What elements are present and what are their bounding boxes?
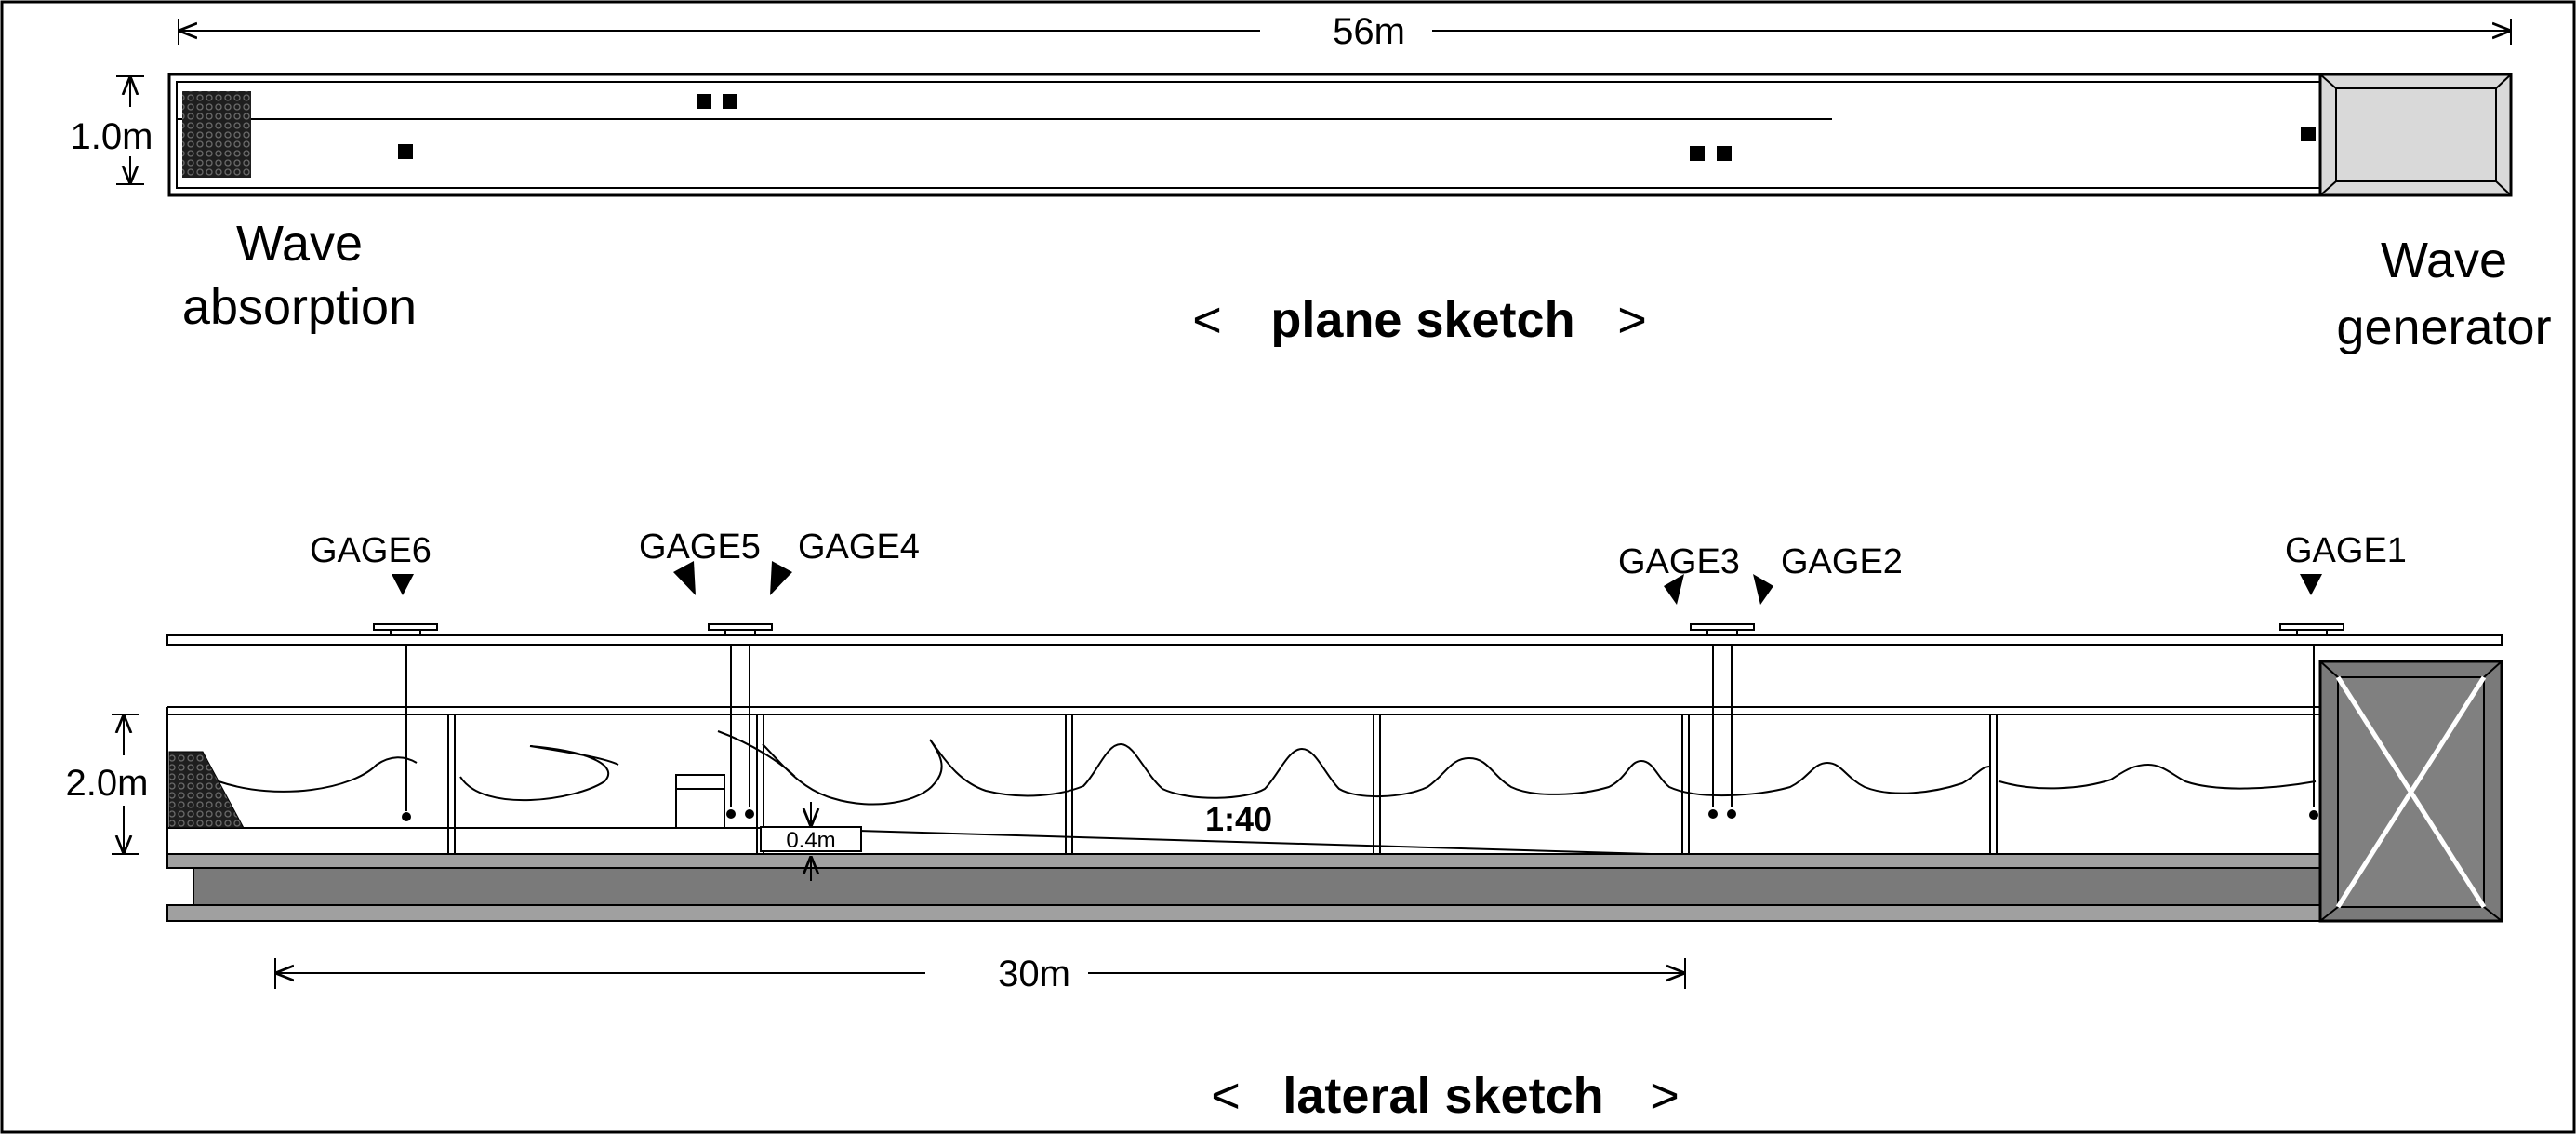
beach-slope <box>762 827 1652 855</box>
lateral-caption-open: < <box>1211 1068 1241 1124</box>
absorption-label-line1: Wave <box>236 216 363 272</box>
step-height-label: 0.4m <box>786 828 835 853</box>
gage5-label: GAGE5 <box>639 527 761 567</box>
distance-label: 30m <box>998 954 1070 994</box>
plane-wave-absorber <box>182 91 251 178</box>
plane-gage-marker <box>398 144 413 159</box>
plane-caption-open: < <box>1192 292 1222 348</box>
gage-pointers <box>392 561 2322 605</box>
lateral-caption: lateral sketch <box>1282 1068 1603 1124</box>
instrument-rail <box>166 634 2503 646</box>
plane-gage-marker <box>723 94 737 109</box>
lateral-sketch: GAGE6 GAGE5 GAGE4 GAGE3 GAGE2 GAGE1 1:40… <box>66 527 2503 1124</box>
water-surface <box>218 730 2317 806</box>
test-structure <box>675 774 725 829</box>
plane-gage-marker <box>697 94 711 109</box>
length-label: 56m <box>1333 11 1405 52</box>
height-label: 2.0m <box>66 763 149 804</box>
absorption-label-line2: absorption <box>182 279 417 335</box>
plane-gage-marker <box>2301 127 2316 141</box>
gage1-label: GAGE1 <box>2285 531 2407 570</box>
flume-base <box>193 867 2321 906</box>
slope-label: 1:40 <box>1205 800 1272 838</box>
lateral-caption-close: > <box>1650 1068 1680 1124</box>
plane-caption-close: > <box>1617 292 1647 348</box>
gage2-label: GAGE2 <box>1781 542 1903 581</box>
plane-sketch: 56m 1.0m Wave absorption Wave generator <box>71 11 2552 355</box>
width-label: 1.0m <box>71 116 153 157</box>
gage6-label: GAGE6 <box>310 531 432 570</box>
plane-gage-marker <box>1690 146 1705 161</box>
lateral-wave-absorber <box>168 751 245 829</box>
gage3-label: GAGE3 <box>1618 542 1740 581</box>
generator-label-line2: generator <box>2336 300 2551 355</box>
generator-label-line1: Wave <box>2381 233 2507 288</box>
flume-posts <box>447 714 1998 854</box>
flume-floor <box>166 853 2321 869</box>
plane-flume <box>167 73 2513 197</box>
gage4-label: GAGE4 <box>798 527 920 567</box>
plane-gage-marker <box>1717 146 1732 161</box>
plane-caption: plane sketch <box>1270 292 1574 348</box>
gage-probes <box>373 623 2344 811</box>
